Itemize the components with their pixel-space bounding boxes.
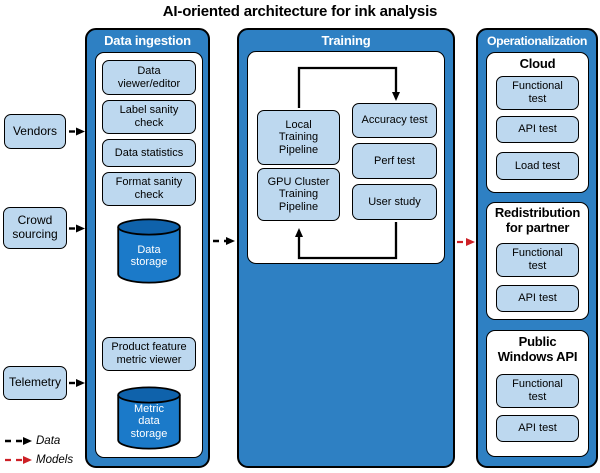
cloud-api-test-box: API test [496, 116, 579, 143]
product-feature-metric-viewer-box: Product feature metric viewer [102, 337, 196, 371]
crowd-sourcing-box: Crowd sourcing [3, 207, 67, 249]
data-viewer-editor-box: Data viewer/editor [102, 60, 196, 95]
vendors-box: Vendors [4, 114, 66, 149]
gpu-cluster-training-pipeline-box: GPU Cluster Training Pipeline [257, 168, 340, 221]
metric-data-storage-label: Metric data storage [130, 403, 168, 440]
redistribution-title: Redistribution for partner [494, 205, 581, 235]
label-sanity-check-box: Label sanity check [102, 100, 196, 134]
data-statistics-box: Data statistics [102, 139, 196, 167]
cylinder-shape [117, 218, 181, 284]
perf-test-box: Perf test [352, 143, 437, 179]
telemetry-box: Telemetry [3, 366, 67, 400]
public-api-api-test-box: API test [496, 415, 579, 442]
operationalization-header: Operationalization [486, 34, 588, 48]
cloud-functional-test-box: Functional test [496, 76, 579, 110]
metric-data-storage-cylinder: Metric data storage [117, 386, 181, 450]
legend-models-label: Models [36, 454, 74, 466]
format-sanity-check-box: Format sanity check [102, 172, 196, 206]
user-study-box: User study [352, 184, 437, 220]
cylinder-shape [117, 386, 181, 450]
data-storage-cylinder: Data storage [117, 218, 181, 284]
cloud-title: Cloud [519, 56, 556, 71]
redistribution-functional-test-box: Functional test [496, 243, 579, 277]
accuracy-test-box: Accuracy test [352, 103, 437, 138]
legend-data-label: Data [36, 435, 61, 447]
local-training-pipeline-box: Local Training Pipeline [257, 110, 340, 165]
data-storage-label: Data storage [130, 243, 168, 268]
public-windows-api-title: Public Windows API [497, 334, 578, 364]
training-header: Training [321, 33, 371, 48]
diagram-title: AI-oriented architecture for ink analysi… [162, 3, 438, 20]
public-api-functional-test-box: Functional test [496, 374, 579, 408]
data-ingestion-header: Data ingestion [104, 33, 191, 48]
redistribution-api-test-box: API test [496, 285, 579, 312]
cloud-load-test-box: Load test [496, 152, 579, 180]
